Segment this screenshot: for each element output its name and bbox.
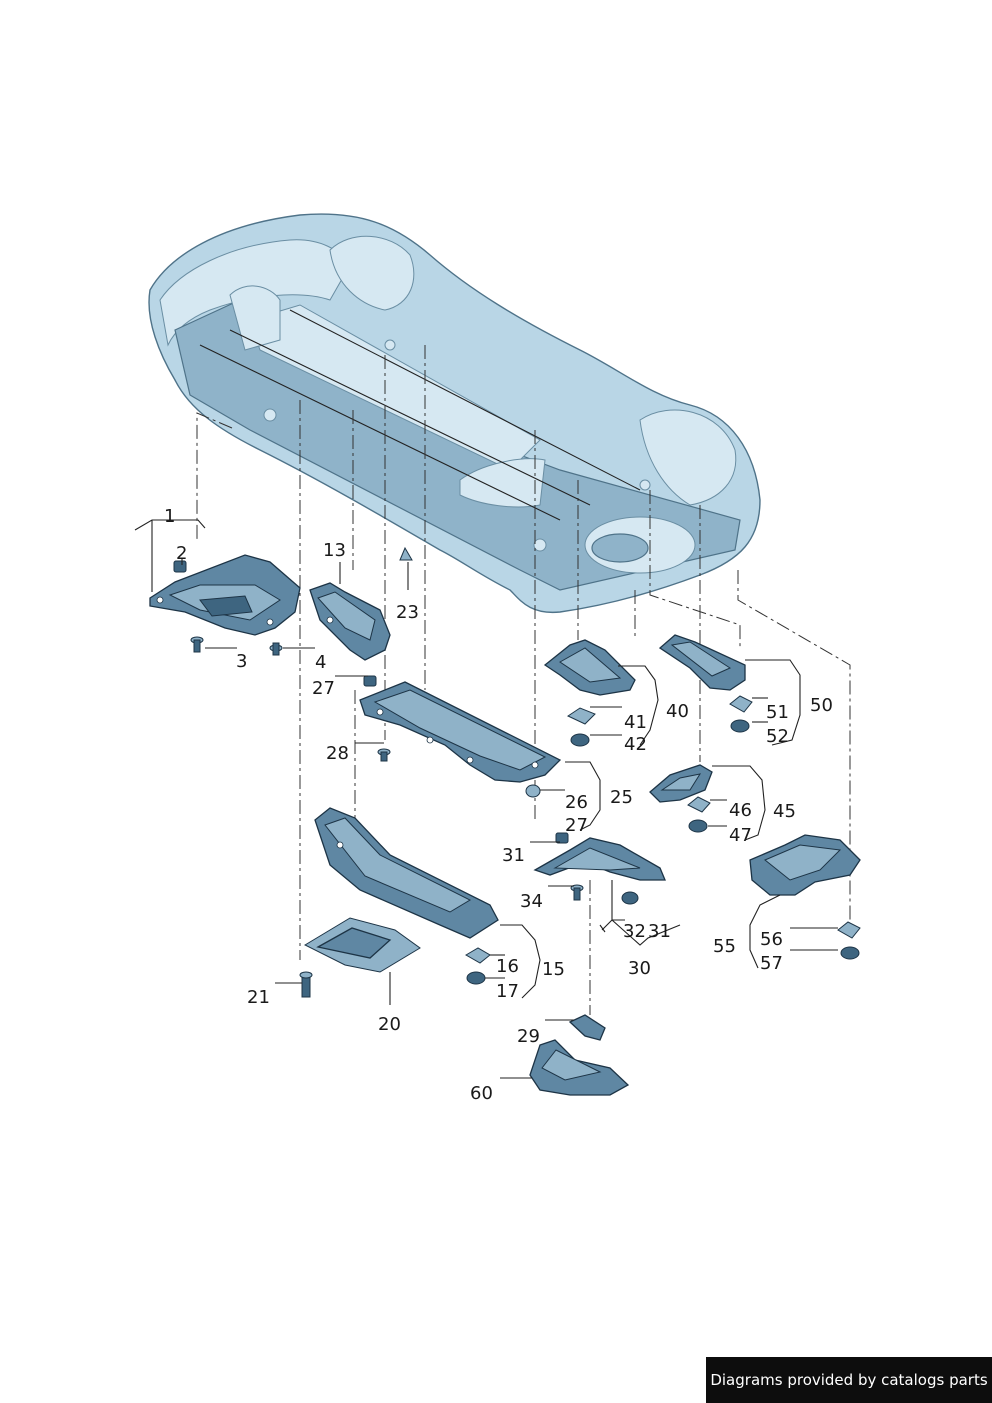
- callout-16: 16: [496, 956, 519, 977]
- callout-28: 28: [326, 743, 349, 764]
- rear-tunnel-guard-30: [533, 837, 666, 881]
- callout-56: 56: [760, 929, 783, 950]
- rear-panel-45: [649, 764, 713, 803]
- rear-guard-60: [529, 1039, 630, 1096]
- callout-45: 45: [773, 801, 796, 822]
- clip-27-second: [555, 832, 569, 844]
- side-sill-panel-15: [314, 807, 499, 939]
- washer-47: [688, 819, 708, 833]
- nut-26: [525, 784, 541, 798]
- callout-46: 46: [729, 800, 752, 821]
- callout-27: 27: [312, 678, 335, 699]
- clip-27: [363, 675, 377, 687]
- leader-lines: [134, 519, 838, 1079]
- callout-26: 26: [565, 792, 588, 813]
- callout-1: 1: [164, 506, 175, 527]
- callout-15: 15: [542, 959, 565, 980]
- bolt-34: [570, 884, 584, 901]
- center-underbody-panel-25: [359, 681, 562, 783]
- side-panel-13: [309, 582, 391, 661]
- callout-23: 23: [396, 602, 419, 623]
- callout-31-second: 31: [648, 921, 671, 942]
- callout-labels: 1 2 3 4 13 23 27 28 25 26 27 31 34 15 16…: [164, 506, 833, 1104]
- washer-46: [687, 796, 711, 813]
- washer-51: [729, 695, 753, 713]
- callout-51: 51: [766, 702, 789, 723]
- callout-20: 20: [378, 1014, 401, 1035]
- front-underbody-guard: [149, 554, 301, 636]
- callout-31: 31: [502, 845, 525, 866]
- callout-25: 25: [610, 787, 633, 808]
- callout-21: 21: [247, 987, 270, 1008]
- bolt-3: [190, 636, 204, 653]
- clip-23: [399, 546, 413, 561]
- underbody-plate-20: [303, 917, 421, 973]
- washer-16: [465, 947, 491, 964]
- washer-57: [840, 946, 860, 960]
- callout-17: 17: [496, 981, 519, 1002]
- callout-41: 41: [624, 712, 647, 733]
- callout-4: 4: [315, 652, 326, 673]
- stud-21: [299, 971, 313, 998]
- washer-56: [837, 921, 861, 939]
- washer-17: [466, 971, 486, 985]
- washer-41: [566, 707, 596, 725]
- rear-panel-40: [543, 639, 636, 696]
- bolt-4: [269, 642, 283, 656]
- callout-30: 30: [628, 958, 651, 979]
- callout-13: 13: [323, 540, 346, 561]
- callout-60: 60: [470, 1083, 493, 1104]
- alignment-lines: [196, 345, 851, 1015]
- callout-42: 42: [624, 734, 647, 755]
- callout-47: 47: [729, 825, 752, 846]
- callout-34: 34: [520, 891, 543, 912]
- bracket-29: [568, 1014, 606, 1041]
- callout-55: 55: [713, 936, 736, 957]
- callout-57: 57: [760, 953, 783, 974]
- callout-52: 52: [766, 726, 789, 747]
- car-body-underside: [148, 213, 761, 614]
- washer-52: [730, 719, 750, 733]
- callout-3: 3: [236, 651, 247, 672]
- rear-panel-55: [749, 834, 861, 896]
- rear-panel-50: [658, 634, 746, 691]
- callout-50: 50: [810, 695, 833, 716]
- bolt-28: [377, 748, 391, 762]
- callout-40: 40: [666, 701, 689, 722]
- callout-32: 32: [623, 921, 646, 942]
- credit-banner: Diagrams provided by catalogs parts: [706, 1357, 992, 1403]
- callout-2: 2: [176, 543, 187, 564]
- clip-2: [173, 560, 187, 573]
- washer-32: [621, 891, 639, 905]
- callout-29: 29: [517, 1026, 540, 1047]
- callout-27-second: 27: [565, 815, 588, 836]
- washer-42: [570, 733, 590, 747]
